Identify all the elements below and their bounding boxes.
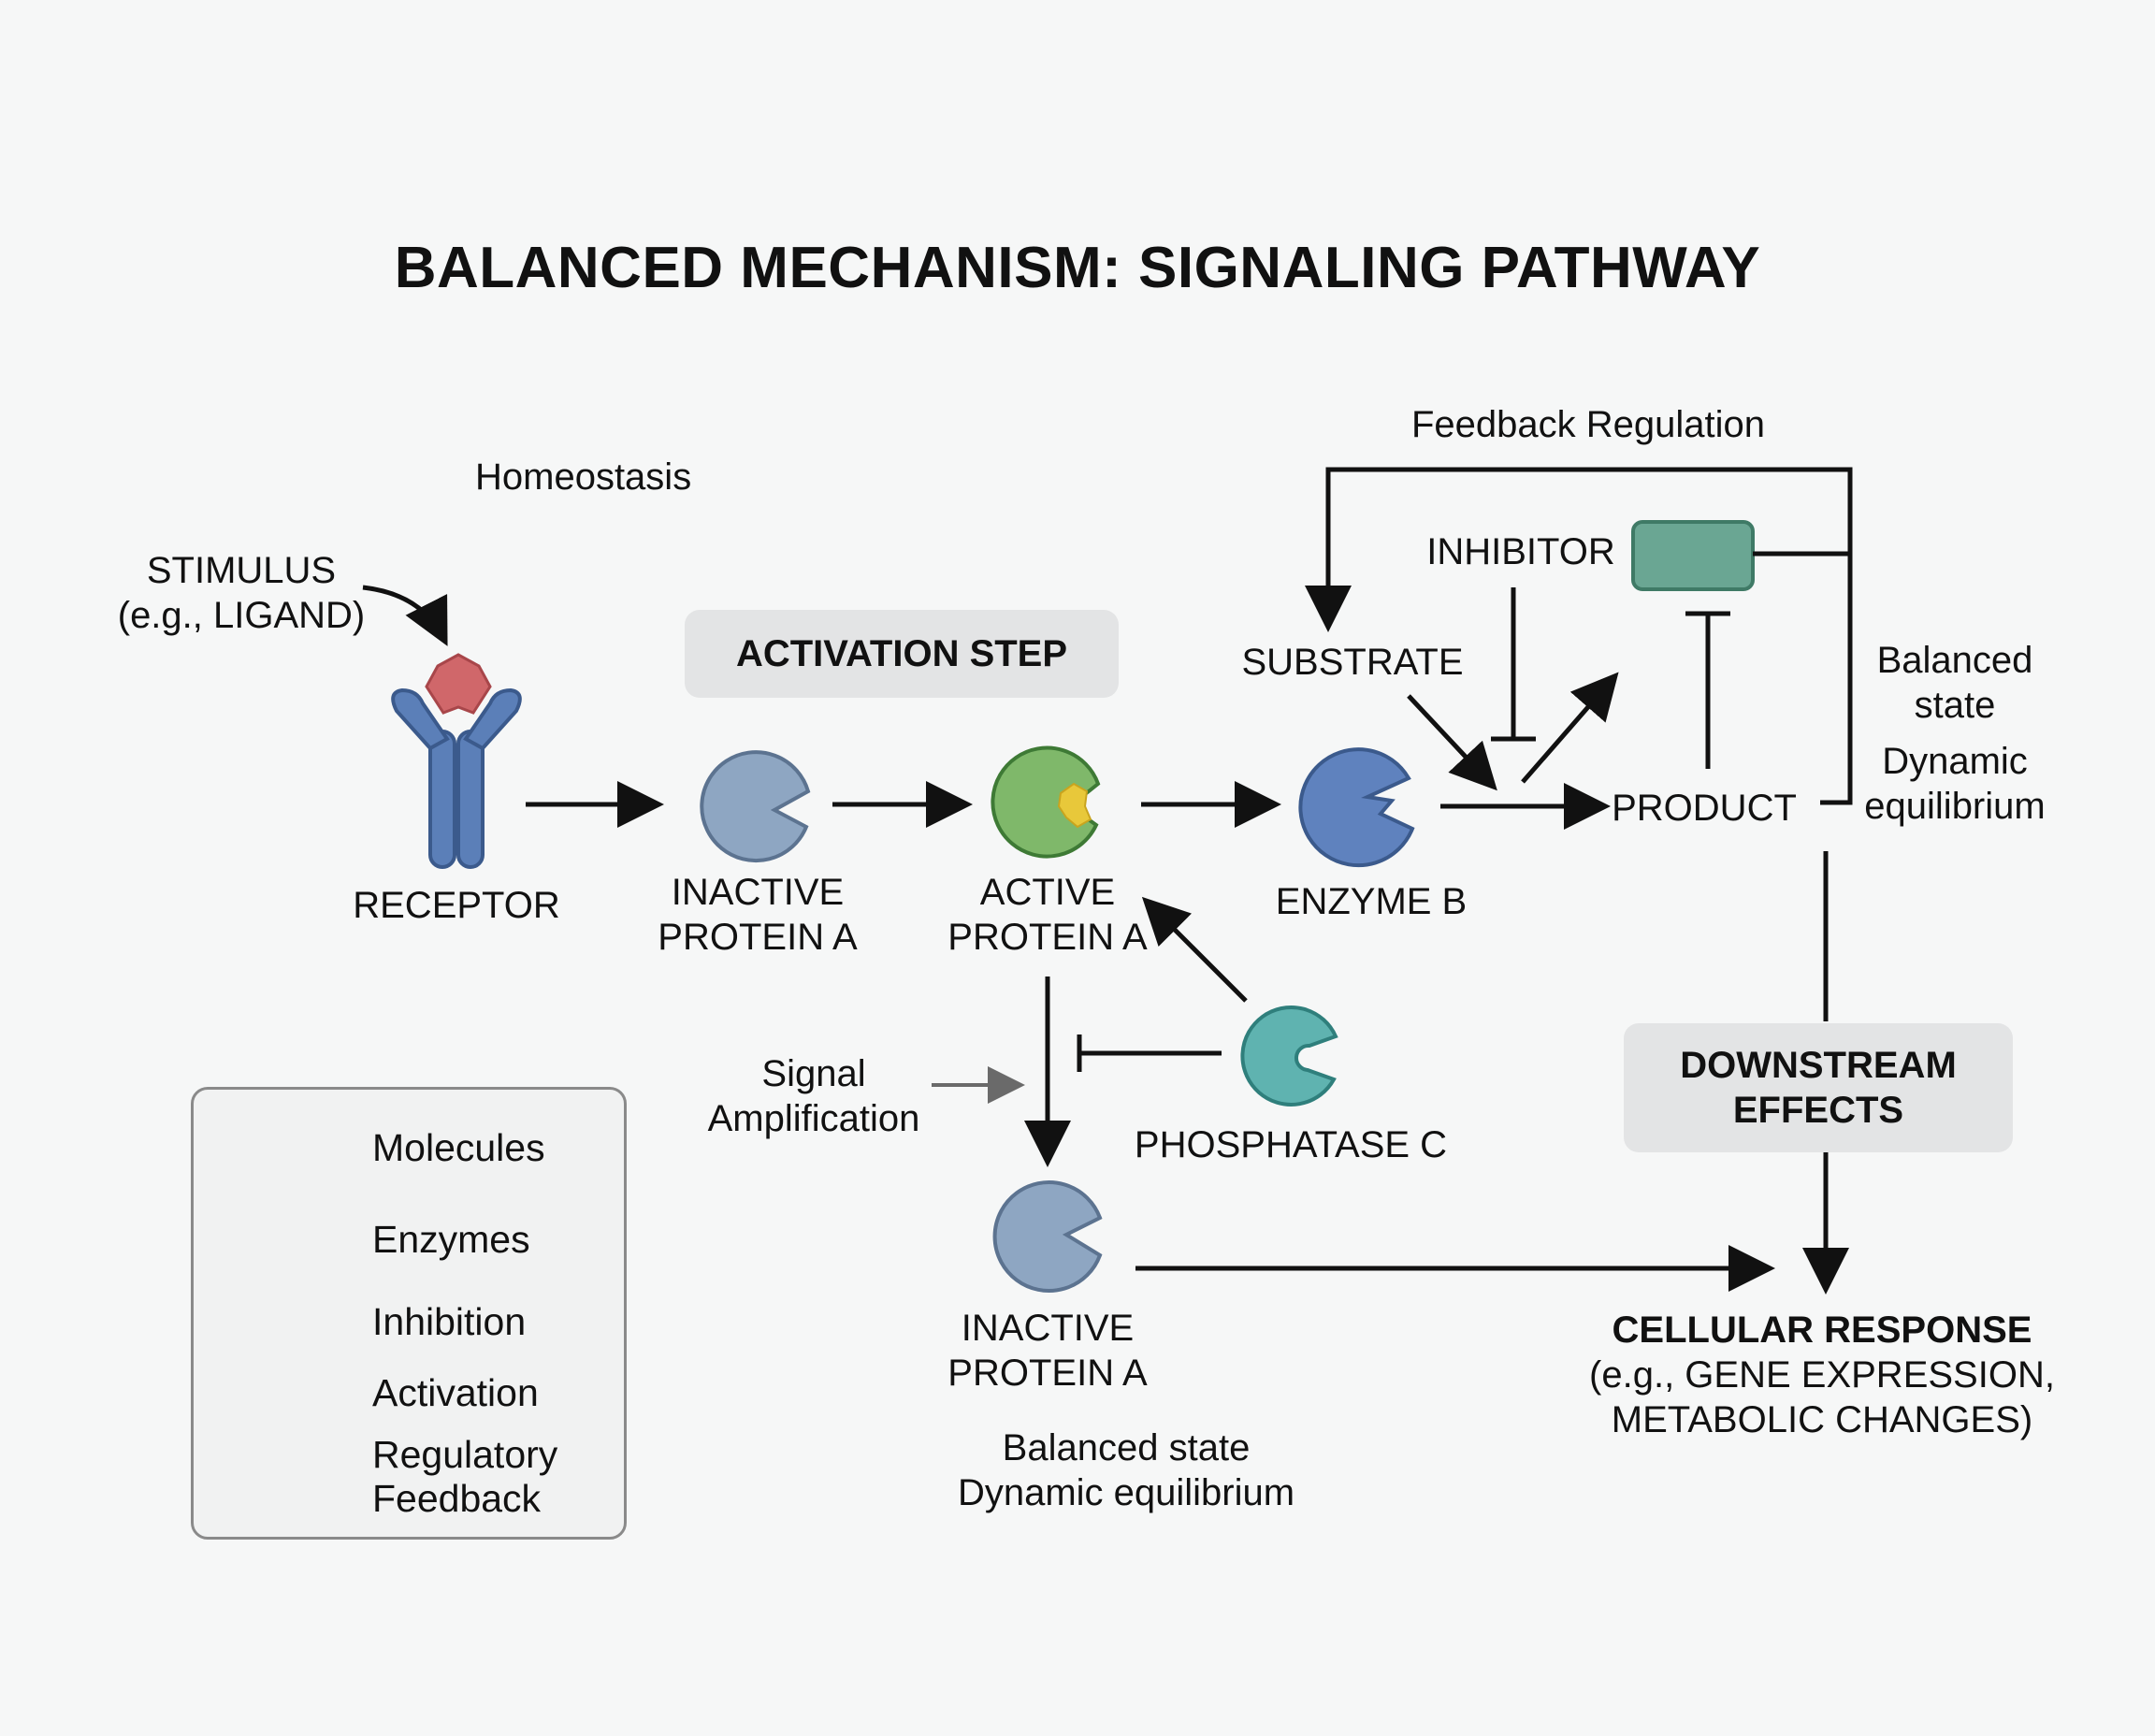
legend-enzymes-label: Enzymes	[372, 1218, 530, 1261]
stimulus-line2: (e.g., LIGAND)	[117, 595, 366, 636]
signal-line2: Amplification	[707, 1098, 920, 1139]
dynamic-equilibrium-right-label: Dynamic equilibrium	[1864, 739, 2045, 829]
inactive-protein-a-bottom-icon	[992, 1180, 1103, 1293]
feedback-regulation-label: Feedback Regulation	[1410, 404, 1766, 445]
signal-amplification-label: Signal Amplification	[708, 1051, 920, 1141]
legend-feedback-line2: Feedback	[372, 1477, 542, 1521]
inactive-protein-a-label: INACTIVE PROTEIN A	[658, 870, 857, 960]
stimulus-line1: STIMULUS	[146, 550, 337, 591]
dynamic-right-line1: Dynamic	[1882, 741, 2028, 782]
legend-regulatory-feedback-label: Regulatory Feedback	[372, 1433, 557, 1521]
legend-box	[191, 1087, 627, 1540]
legend-inhibition-label: Inhibition	[372, 1300, 527, 1343]
active-line2: PROTEIN A	[947, 917, 1148, 958]
signal-line1: Signal	[761, 1053, 866, 1094]
phosphatase-c-icon	[1240, 1005, 1338, 1107]
inactive-line2: PROTEIN A	[658, 917, 858, 958]
arrow-substrate	[1407, 694, 1497, 791]
cellular-response-label: CELLULAR RESPONSE (e.g., GENE EXPRESSION…	[1589, 1308, 2055, 1442]
downstream-line1: DOWNSTREAM	[1680, 1045, 1957, 1086]
downstream-line2: EFFECTS	[1732, 1090, 1904, 1131]
balanced-state-bottom-label: Balanced state	[1002, 1427, 1251, 1468]
active-site-icon	[1057, 782, 1092, 829]
inactive-protein-a-icon	[700, 750, 811, 863]
inactive-line1: INACTIVE	[671, 872, 845, 913]
homeostasis-label: Homeostasis	[475, 456, 692, 498]
legend-molecules-label: Molecules	[372, 1126, 545, 1169]
receptor-label: RECEPTOR	[353, 885, 560, 926]
ligand-icon	[425, 653, 492, 715]
balanced-state-right-label: Balanced state	[1877, 638, 2033, 728]
downstream-effects-box: DOWNSTREAM EFFECTS	[1624, 1023, 2013, 1152]
active-line1: ACTIVE	[979, 872, 1116, 913]
downstream-effects-label: DOWNSTREAM EFFECTS	[1680, 1043, 1957, 1133]
activation-step-box: ACTIVATION STEP	[685, 610, 1119, 698]
active-protein-a-label: ACTIVE PROTEIN A	[947, 870, 1147, 960]
feedback-loop-path	[1305, 467, 1853, 805]
legend-feedback-line1: Regulatory	[372, 1433, 558, 1476]
stimulus-label: STIMULUS (e.g., LIGAND)	[118, 548, 366, 638]
inactive-bottom-line1: INACTIVE	[961, 1308, 1135, 1349]
enzyme-b-icon	[1298, 747, 1415, 868]
cellular-response-line2: (e.g., GENE EXPRESSION,	[1589, 1354, 2055, 1396]
cellular-response-line3: METABOLIC CHANGES)	[1611, 1399, 2033, 1440]
legend-activation-label: Activation	[372, 1371, 539, 1414]
product-label: PRODUCT	[1612, 788, 1797, 829]
activation-step-label: ACTIVATION STEP	[735, 632, 1068, 674]
balanced-right-line1: Balanced	[1876, 640, 2033, 681]
page-title: BALANCED MECHANISM: SIGNALING PATHWAY	[394, 236, 1761, 300]
active-protein-a-icon	[991, 745, 1101, 859]
inactive-bottom-line2: PROTEIN A	[947, 1353, 1148, 1394]
substrate-label: SUBSTRATE	[1241, 642, 1464, 683]
enzyme-b-label: ENZYME B	[1275, 881, 1468, 922]
arrow-phosphatase-to-active	[1141, 896, 1248, 1003]
arrow-to-inhibitor-box	[1521, 672, 1619, 784]
receptor-icon	[391, 687, 522, 869]
inactive-protein-a-bottom-label: INACTIVE PROTEIN A	[947, 1306, 1147, 1396]
dynamic-equilibrium-bottom-label: Dynamic equilibrium	[957, 1472, 1295, 1513]
inhibitor-label: INHIBITOR	[1426, 531, 1615, 572]
stimulus-arrow	[362, 585, 448, 646]
cellular-response-title: CELLULAR RESPONSE	[1612, 1309, 2032, 1351]
balanced-right-line2: state	[1914, 685, 1996, 726]
dynamic-right-line2: equilibrium	[1864, 786, 2046, 827]
phosphatase-c-label: PHOSPHATASE C	[1134, 1124, 1448, 1165]
inhibitor-box-icon	[1631, 520, 1755, 591]
